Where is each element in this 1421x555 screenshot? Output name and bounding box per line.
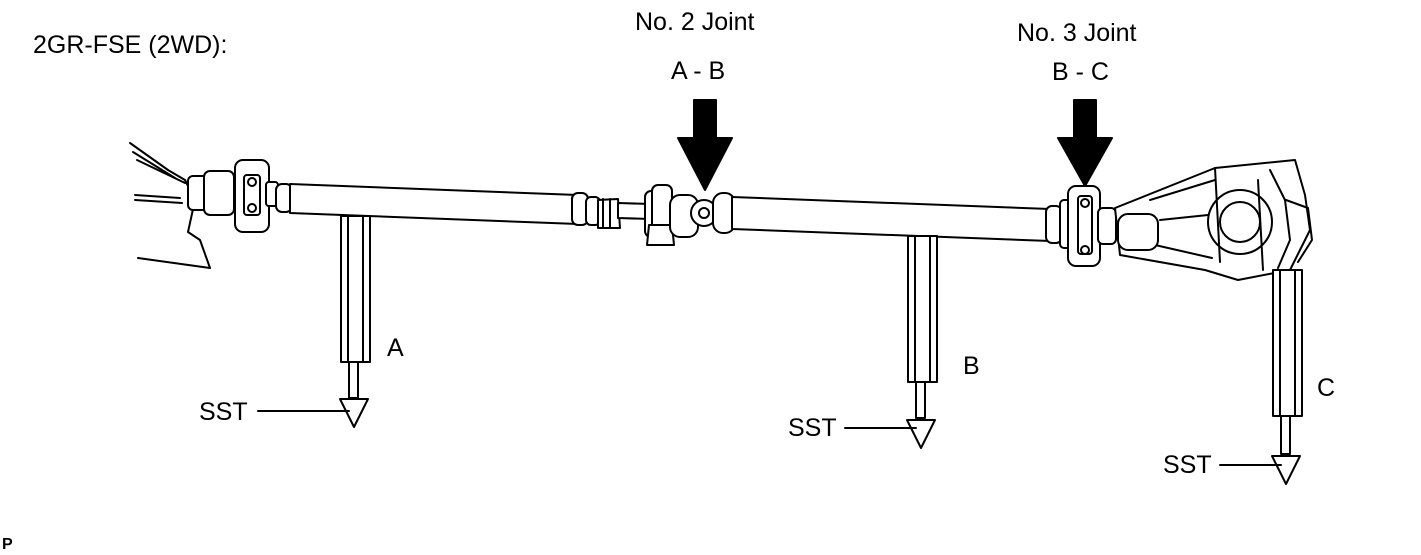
no3-joint-body <box>1059 185 1117 267</box>
front-joint <box>187 159 293 233</box>
sst-label: SST <box>1163 451 1212 479</box>
measure-point-label: C <box>1317 374 1336 402</box>
measure-point-label: B <box>963 352 980 380</box>
sst-label: SST <box>199 398 248 426</box>
arrow-down-icon <box>677 99 733 191</box>
joint-pair-label: B - C <box>1052 58 1109 86</box>
arrow-down-icon <box>1057 99 1113 187</box>
dial-gauge-c <box>1219 269 1303 485</box>
front-shaft-tube <box>289 183 651 229</box>
transmission-housing <box>129 142 211 269</box>
joint-name-label: No. 2 Joint <box>635 8 755 36</box>
engine-label: 2GR-FSE (2WD): <box>33 31 228 59</box>
no2-joint-body <box>644 184 736 246</box>
rear-shaft-tube <box>731 196 1063 244</box>
measure-point-label: A <box>387 334 404 362</box>
sst-label: SST <box>788 414 837 442</box>
dial-gauge-a <box>257 215 371 428</box>
dial-gauge-b <box>844 235 938 449</box>
figure-code: P <box>2 536 13 553</box>
differential-housing <box>1114 159 1313 281</box>
joint-pair-label: A - B <box>671 57 726 85</box>
joint-name-label: No. 3 Joint <box>1017 19 1137 47</box>
